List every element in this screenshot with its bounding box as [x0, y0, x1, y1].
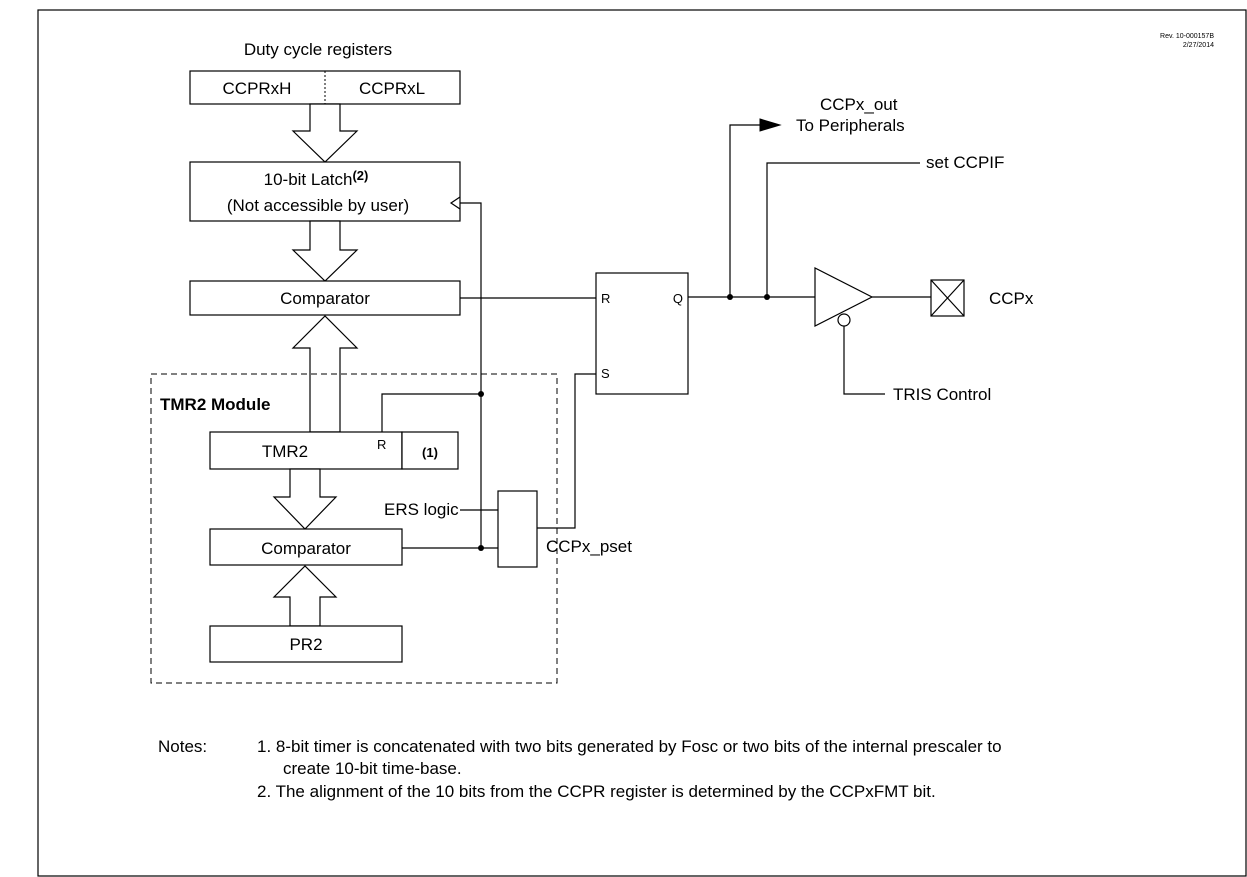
pwm-comparator-label: Comparator [280, 289, 370, 308]
pr2-register [209, 625, 403, 663]
ccprxl-label: CCPRxL [359, 79, 425, 98]
period-comparator-label: Comparator [261, 539, 351, 558]
flipflop-s-pin: S [601, 366, 610, 381]
latch-block: 10-bit Latch(2) (Not accessible by user) [189, 161, 461, 222]
flipflop-q-pin: Q [673, 291, 683, 306]
ccpx-out-wire [729, 124, 760, 297]
tmr2-note-ref: (1) [422, 445, 438, 460]
buffer-enable-bubble [837, 313, 851, 327]
ccpx-pin-label: CCPx [989, 289, 1034, 308]
ccpx-pin [930, 279, 965, 317]
svg-text:10-bit Latch(2): 10-bit Latch(2) [264, 168, 369, 189]
revision-number: Rev. 10-000157B [1160, 33, 1214, 40]
ccpx-pset-label: CCPx_pset [546, 537, 632, 556]
duty-cycle-registers: CCPRxH CCPRxL [189, 70, 461, 105]
bus-arrow-registers-to-latch [291, 103, 359, 163]
to-peripherals-label: To Peripherals [796, 116, 905, 135]
note-2: 2. The alignment of the 10 bits from the… [257, 782, 936, 801]
latch-title: 10-bit Latch [264, 170, 353, 189]
note-1-line-2: create 10-bit time-base. [283, 759, 462, 778]
flipflop-r-pin: R [601, 291, 610, 306]
junction-period-match [478, 545, 484, 551]
sr-flipflop: R S Q [595, 272, 689, 395]
diagram-frame [37, 9, 1247, 877]
ers-logic-label: ERS logic [384, 500, 459, 519]
tmr2-register: TMR2 R (1) [209, 431, 459, 470]
pwm-comparator-block [189, 280, 461, 316]
set-ccpif-wire [766, 162, 920, 297]
ccpx-out-label: CCPx_out [820, 95, 898, 114]
bus-arrow-latch-to-comparator [291, 220, 359, 282]
duty-cycle-title: Duty cycle registers [244, 40, 392, 59]
latch-load-wire [460, 202, 482, 548]
tmr2-module-title: TMR2 Module [160, 395, 271, 414]
latch-subtitle: (Not accessible by user) [227, 196, 409, 215]
tmr2-label: TMR2 [262, 442, 308, 461]
ccprxh-label: CCPRxH [223, 79, 292, 98]
to-peripherals-arrowhead [759, 118, 782, 132]
notes-label: Notes: [158, 737, 207, 756]
tris-control-label: TRIS Control [893, 385, 991, 404]
bus-arrow-tmr2-to-period-comparator [272, 468, 338, 530]
period-comparator-block [209, 528, 403, 566]
latch-note-ref: (2) [352, 168, 368, 183]
pset-logic-block [497, 490, 538, 568]
junction-reset [478, 391, 484, 397]
revision-date: 2/27/2014 [1183, 42, 1214, 49]
set-ccpif-label: set CCPIF [926, 153, 1004, 172]
note-1-line-1: 1. 8-bit timer is concatenated with two … [257, 737, 1002, 756]
output-buffer [814, 267, 874, 327]
tmr2-reset-pin: R [377, 437, 386, 452]
tris-control-wire [843, 326, 885, 395]
pr2-label: PR2 [289, 635, 322, 654]
tmr2-reset-wire [381, 393, 481, 432]
bus-arrow-pr2-to-period-comparator [272, 565, 338, 627]
latch-load-chevron [449, 196, 461, 210]
ccpx-pset-wire [537, 373, 596, 529]
